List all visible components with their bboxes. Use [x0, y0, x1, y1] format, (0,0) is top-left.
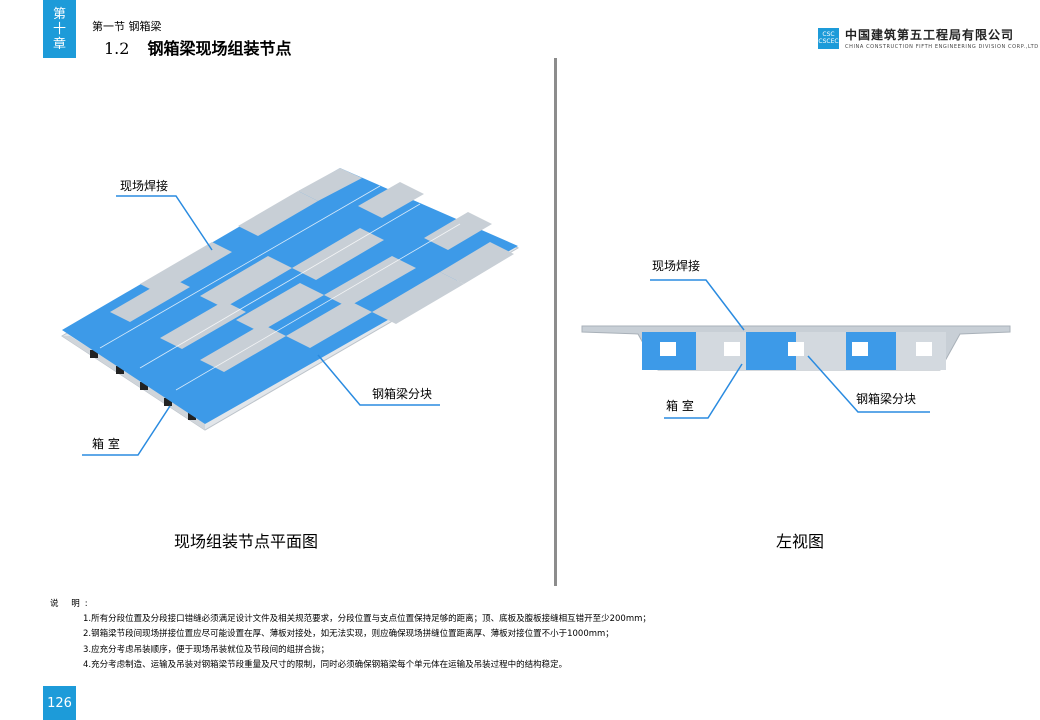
notes-item: 4.充分考虑制造、运输及吊装对钢箱梁节段重量及尺寸的限制，同时必须确保钢箱梁每个… [83, 659, 568, 670]
box-chamber-opening [116, 366, 124, 374]
segment-gray [238, 191, 318, 236]
notes-section: 说 明: 1.所有分段位置及分段接口错缝必须满足设计文件及相关规范要求，分段位置… [50, 597, 950, 673]
segment-gray [200, 324, 286, 372]
plan-label-box: 箱 室 [92, 436, 120, 451]
box-cell-opening [724, 342, 740, 356]
segment-gray [140, 242, 232, 294]
notes-item: 2.钢箱梁节段间现场拼接位置应尽可能设置在厚、薄板对接处，如无法实现，则应确保现… [83, 629, 614, 640]
side-leader-line-segment [807, 355, 930, 413]
segment-gray [298, 168, 362, 201]
box-cell-gray [796, 332, 846, 370]
company-name-cn: 中国建筑第五工程局有限公司 [845, 28, 1015, 42]
weld-seams [99, 185, 461, 391]
side-label-segment: 钢箱梁分块 [856, 391, 916, 406]
notes-title: 说 明: [50, 599, 93, 609]
segment-gray [286, 300, 372, 348]
chapter-tab-char: 章 [52, 36, 66, 52]
box-cell-opening [916, 342, 932, 356]
segment-gray [440, 242, 514, 284]
box-cell-opening [788, 342, 804, 356]
segment-gray [292, 228, 384, 280]
box-cell-opening [660, 342, 676, 356]
box-cell-opening [852, 342, 868, 356]
page-number: 126 [43, 686, 76, 720]
logo-mark-text: CSCEC [818, 38, 839, 45]
page-title: 1.2 钢箱梁现场组装节点 [104, 35, 291, 59]
chapter-tab: 第 十 章 [43, 0, 76, 58]
company-name-en: CHINA CONSTRUCTION FIFTH ENGINEERING DIV… [845, 44, 1039, 50]
box-cells [642, 332, 946, 370]
side-label-box: 箱 室 [666, 398, 694, 413]
subsection-title: 钢箱梁现场组装节点 [147, 39, 292, 58]
company-logo: CSC CSCEC 中国建筑第五工程局有限公司 CHINA CONSTRUCTI… [818, 26, 1039, 50]
weld-seam-line [139, 203, 421, 369]
box-chamber-opening [90, 350, 98, 358]
vertical-divider [554, 58, 557, 586]
weld-seam-line [175, 223, 461, 391]
leader-line-segment [317, 354, 440, 406]
segment-strips-gray [110, 168, 514, 372]
plan-view-caption: 现场组装节点平面图 [174, 532, 319, 551]
segment-gray [236, 283, 324, 332]
side-leader-line-box [664, 363, 743, 419]
chapter-tab-char: 第 [52, 6, 66, 22]
side-leader-line-weld [650, 279, 745, 331]
company-logo-mark: CSC CSCEC [818, 27, 839, 49]
chapter-tab-char: 十 [52, 21, 66, 37]
leader-line-weld [116, 195, 213, 251]
notes-item: 3.应充分考虑吊装顺序，便于现场吊装就位及节段间的组拼合拢； [83, 644, 330, 655]
box-cell-blue [746, 332, 796, 370]
logo-mark-text: CSC [822, 31, 835, 38]
plan-label-weld: 现场焊接 [120, 178, 168, 193]
segment-gray [372, 272, 464, 324]
segment-gray [358, 182, 424, 218]
segment-gray [110, 277, 190, 322]
subsection-number: 1.2 [104, 39, 130, 58]
section-label: 第一节 钢箱梁 [92, 20, 162, 33]
box-chamber-opening [188, 412, 196, 420]
side-label-weld: 现场焊接 [652, 258, 700, 273]
weld-seam-line [99, 185, 381, 349]
plan-label-segment: 钢箱梁分块 [372, 386, 432, 401]
segment-gray [160, 301, 246, 349]
segment-gray [424, 212, 492, 250]
box-chamber-opening [140, 382, 148, 390]
side-view-drawing: 现场焊接 箱 室 钢箱梁分块 [581, 258, 1011, 419]
box-chambers [90, 350, 196, 420]
segment-gray [324, 256, 416, 307]
plan-view-drawing: 现场焊接 钢箱梁分块 箱 室 [61, 168, 520, 456]
box-chamber-opening [164, 398, 172, 406]
segment-gray [200, 256, 292, 308]
leader-line-box [82, 405, 171, 456]
notes-item: 1.所有分段位置及分段接口错缝必须满足设计文件及相关规范要求，分段位置与支点位置… [83, 614, 651, 625]
side-view-caption: 左视图 [776, 532, 825, 551]
